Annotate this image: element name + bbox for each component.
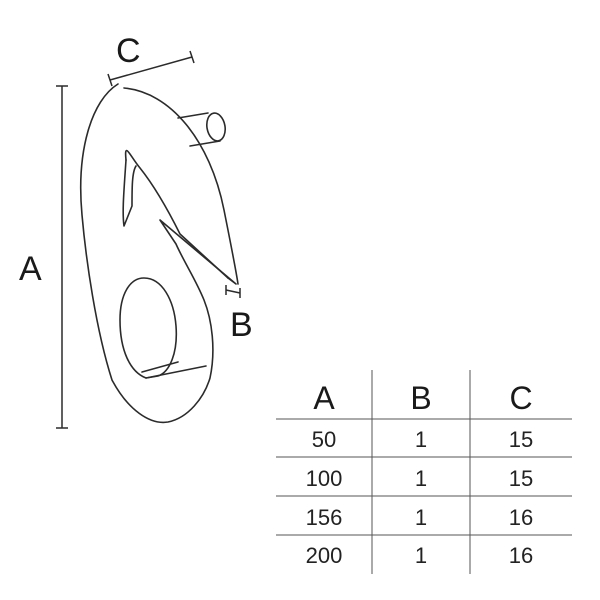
dimension-label-c: C — [116, 32, 141, 70]
table-row: 50 1 15 — [312, 427, 533, 452]
table-cell: 156 — [306, 505, 343, 530]
table-header-row: A B C — [313, 380, 532, 416]
table-cell: 100 — [306, 466, 343, 491]
table-row: 156 1 16 — [306, 505, 534, 530]
plate-thickness-edge — [123, 87, 239, 285]
table-cell: 15 — [509, 427, 533, 452]
dimension-label-b: B — [230, 306, 253, 344]
table-grid — [276, 370, 572, 574]
table-cell: 50 — [312, 427, 336, 452]
table-cell: 15 — [509, 466, 533, 491]
table-cell: 1 — [415, 427, 427, 452]
table-cell: 16 — [509, 543, 533, 568]
table-body: 50 1 15 100 1 15 156 1 16 200 1 16 — [306, 427, 534, 568]
table-row: 200 1 16 — [306, 543, 534, 568]
table-row: 100 1 15 — [306, 466, 534, 491]
table-header-c: C — [509, 380, 532, 416]
table-cell: 16 — [509, 505, 533, 530]
dimension-table: A B C 50 1 15 100 1 15 156 1 16 200 1 16 — [276, 370, 572, 574]
digit-counter-hole — [119, 277, 178, 379]
dimension-line-b — [225, 285, 241, 298]
digit-inner-hook — [124, 149, 229, 279]
table-header-b: B — [410, 380, 431, 416]
dimension-label-a: A — [19, 250, 42, 288]
mounting-pin — [177, 112, 226, 147]
digit-outline — [79, 83, 237, 424]
table-cell: 1 — [415, 543, 427, 568]
table-cell: 1 — [415, 505, 427, 530]
table-header-a: A — [313, 380, 335, 416]
dimension-line-a — [56, 85, 68, 429]
table-cell: 200 — [306, 543, 343, 568]
dimension-line-c — [107, 50, 195, 87]
house-number-six — [79, 83, 239, 424]
table-cell: 1 — [415, 466, 427, 491]
